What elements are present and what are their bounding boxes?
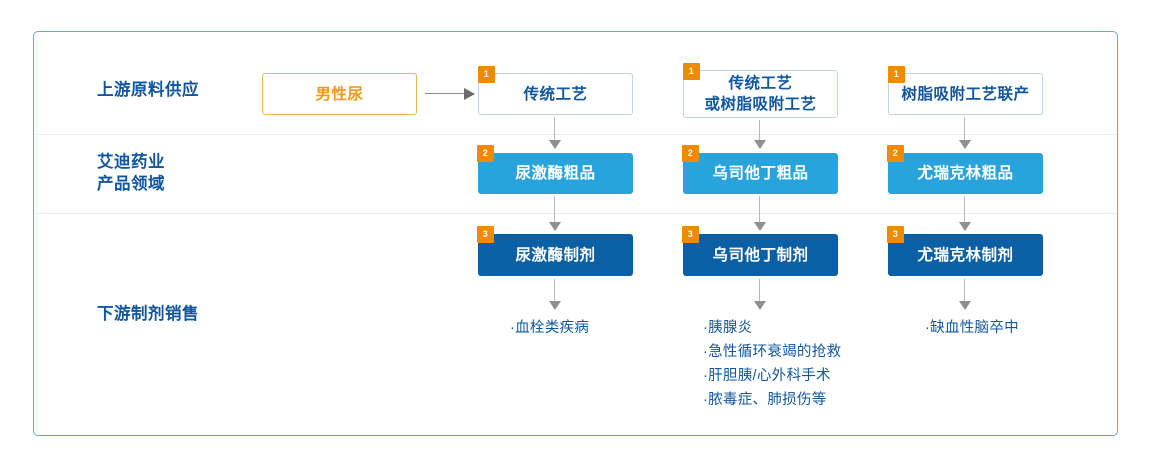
source-node-male-urine[interactable]: 男性尿	[262, 73, 417, 115]
step-badge-2-col3: 2	[887, 145, 904, 162]
indications-col1: ·血栓类疾病	[510, 316, 589, 340]
crude-node-col2[interactable]: 2 乌司他丁粗品	[682, 145, 838, 194]
step-badge-2-col2: 2	[682, 145, 699, 162]
process-node-col2[interactable]: 1 传统工艺 或树脂吸附工艺	[683, 63, 838, 118]
process-label-col2: 传统工艺 或树脂吸附工艺	[704, 75, 817, 113]
connector-col3-prep-to-indications	[959, 279, 971, 311]
crude-label-col3: 尤瑞克林粗品	[917, 165, 1014, 182]
connector-col2-crude-to-prep	[754, 196, 766, 232]
step-badge-3-col1: 3	[477, 226, 494, 243]
crude-node-col3[interactable]: 2 尤瑞克林粗品	[887, 145, 1043, 194]
preparation-label-col1: 尿激酶制剂	[515, 246, 596, 264]
connector-col1-crude-to-prep	[549, 196, 561, 232]
preparation-label-col2: 乌司他丁制剂	[712, 246, 809, 264]
row-label-upstream: 上游原料供应	[97, 81, 199, 99]
indication-item: ·血栓类疾病	[510, 320, 590, 336]
row-divider-1	[34, 134, 1117, 135]
step-badge-2-col1: 2	[477, 145, 494, 162]
crude-node-col1[interactable]: 2 尿激酶粗品	[477, 145, 633, 194]
indications-col2: ·胰腺炎 ·急性循环衰竭的抢救 ·肝胆胰/心外科手术 ·脓毒症、肺损伤等	[703, 316, 841, 412]
source-node-label: 男性尿	[315, 85, 364, 103]
crude-label-col2: 乌司他丁粗品	[712, 165, 809, 182]
process-node-col1[interactable]: 1 传统工艺	[478, 66, 633, 115]
crude-label-col1: 尿激酶粗品	[515, 165, 596, 182]
preparation-node-col2[interactable]: 3 乌司他丁制剂	[682, 226, 838, 276]
step-badge-1-col1: 1	[478, 66, 495, 83]
connector-col3-crude-to-prep	[959, 196, 971, 232]
row-divider-2	[34, 213, 1117, 214]
indication-item: ·胰腺炎	[703, 320, 753, 336]
step-badge-3-col2: 3	[682, 226, 699, 243]
step-badge-3-col3: 3	[887, 226, 904, 243]
indication-item: ·脓毒症、肺损伤等	[703, 392, 827, 408]
connector-col2-process-to-crude	[754, 120, 766, 150]
indication-item: ·肝胆胰/心外科手术	[703, 368, 831, 384]
step-badge-1-col2: 1	[683, 63, 700, 80]
row-label-downstream: 下游制剂销售	[97, 305, 199, 323]
arrow-source-to-process	[425, 88, 475, 100]
connector-col3-process-to-crude	[959, 117, 971, 150]
step-badge-1-col3: 1	[888, 66, 905, 83]
connector-col1-prep-to-indications	[549, 279, 561, 311]
process-node-col3[interactable]: 1 树脂吸附工艺联产	[888, 66, 1043, 115]
connector-col2-prep-to-indications	[754, 279, 766, 311]
indications-col3: ·缺血性脑卒中	[925, 316, 1019, 340]
preparation-node-col3[interactable]: 3 尤瑞克林制剂	[887, 226, 1043, 276]
process-label-col3: 树脂吸附工艺联产	[901, 85, 1030, 103]
row-label-company-products: 艾迪药业 产品领域	[97, 153, 165, 193]
preparation-label-col3: 尤瑞克林制剂	[917, 246, 1014, 264]
process-label-col1: 传统工艺	[523, 85, 588, 103]
indication-item: ·急性循环衰竭的抢救	[703, 344, 842, 360]
preparation-node-col1[interactable]: 3 尿激酶制剂	[477, 226, 633, 276]
connector-col1-process-to-crude	[549, 117, 561, 150]
indication-item: ·缺血性脑卒中	[925, 320, 1019, 336]
